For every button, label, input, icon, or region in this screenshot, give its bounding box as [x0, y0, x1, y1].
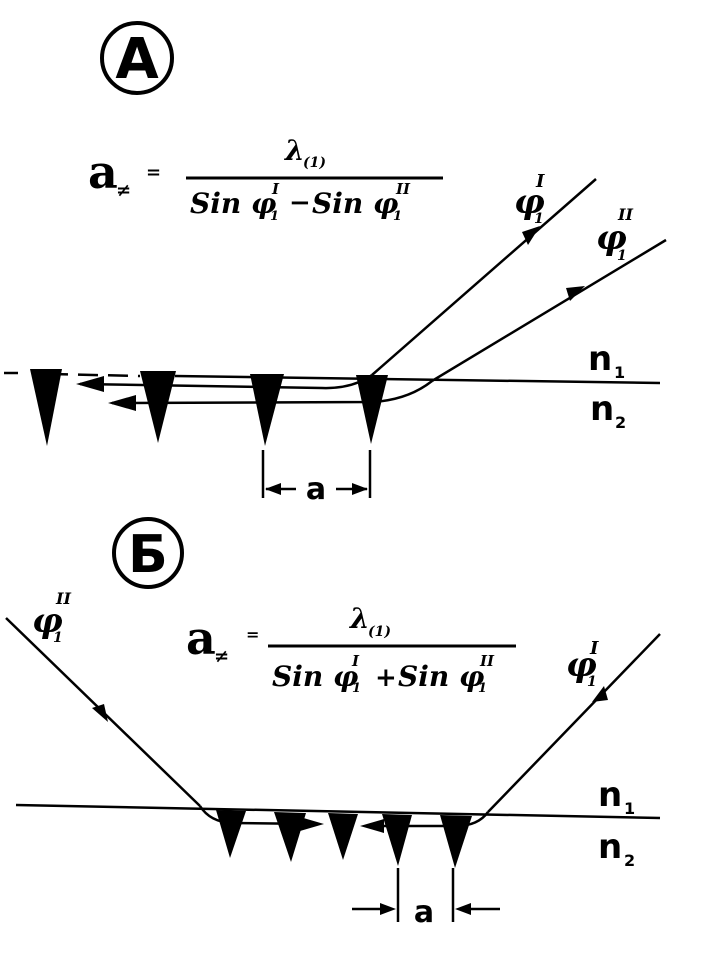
panel-b-spacing-label: a: [414, 895, 434, 930]
panel-b-grooves: [216, 810, 472, 868]
svg-text:1: 1: [614, 363, 625, 382]
svg-text:φ: φ: [514, 182, 545, 222]
formula-b-den-sin1: Sin φ: [272, 660, 359, 693]
panel-a: А a ≠ = λ (1) Sin φ 1 I − Sin φ 1 II: [4, 21, 667, 507]
svg-text:1: 1: [53, 630, 63, 646]
svg-text:II: II: [55, 589, 71, 608]
formula-b-numerator: λ: [349, 602, 370, 635]
formula-b-lhs-sub: ≠: [214, 646, 229, 667]
ray-a-phi-I: [371, 178, 597, 376]
svg-text:n: n: [588, 339, 612, 379]
ray-b-phi-I: [487, 633, 661, 813]
svg-text:1: 1: [534, 211, 544, 227]
formula-b-den-sup1: I: [351, 652, 360, 670]
panel-b-interface: [15, 803, 661, 820]
arrow-b-wave-right: [360, 819, 384, 833]
svg-text:φ: φ: [32, 601, 63, 641]
formula-a-den-sup2: II: [395, 180, 411, 198]
svg-text:φ: φ: [596, 218, 627, 258]
panel-a-ray1-label: φ 1 I: [514, 171, 545, 227]
panel-a-arrowheads: [76, 226, 585, 411]
arrow-b-ray-right: [592, 686, 608, 702]
panel-a-ray2-label: φ 1 II: [596, 205, 633, 264]
formula-b-den-sub2: 1: [478, 681, 487, 696]
arrow-b-ray-left: [92, 704, 108, 722]
formula-a-den-sin1: Sin φ: [190, 187, 277, 220]
groove-b-4: [382, 814, 412, 866]
formula-a-den-op: −: [289, 188, 311, 218]
arrow-a-ray1: [522, 226, 540, 245]
formula-b-den-sup2: II: [479, 652, 495, 670]
svg-text:2: 2: [624, 851, 635, 870]
svg-text:II: II: [617, 205, 633, 224]
groove-b-2: [274, 812, 306, 862]
panel-b-formula: a ≠ = λ (1) Sin φ 1 I + Sin φ 1 II: [186, 602, 516, 696]
formula-b-lhs: a: [186, 611, 216, 665]
formula-a-numerator-sub: (1): [303, 155, 326, 171]
ray-a-phi-II: [431, 238, 667, 383]
panel-a-medium-bottom: n 2: [590, 389, 626, 432]
panel-b-spacing-arrows: [380, 903, 471, 915]
panel-b-ray-right-label: φ 1 I: [566, 638, 599, 690]
panel-b: Б a ≠ = λ (1) Sin φ 1 I + Sin φ 1 II: [5, 517, 661, 930]
panel-a-spacing-arrows: [265, 483, 368, 495]
panel-b-label: Б: [128, 525, 168, 585]
svg-text:I: I: [535, 171, 545, 192]
formula-b-eq: =: [246, 625, 259, 644]
panel-b-medium-bottom: n 2: [598, 827, 635, 870]
groove-b-5: [440, 815, 472, 868]
formula-a-den-sub1: 1: [270, 209, 279, 224]
panel-b-arrowheads: [92, 686, 608, 833]
svg-text:n: n: [598, 775, 622, 815]
svg-text:φ: φ: [566, 645, 597, 685]
arrow-a-wave-lower: [108, 395, 136, 411]
groove-b-3: [328, 813, 358, 860]
formula-a-den-sin2: Sin φ: [312, 187, 399, 220]
svg-text:1: 1: [617, 248, 627, 264]
groove-a-4: [356, 375, 388, 444]
groove-a-1: [30, 369, 62, 446]
groove-a-2: [140, 371, 176, 443]
panel-b-ray-left-label: φ 1 II: [32, 589, 71, 646]
formula-a-eq: =: [146, 162, 161, 183]
arrow-a-wave-upper: [76, 376, 104, 392]
svg-text:n: n: [590, 389, 614, 429]
svg-text:I: I: [589, 638, 599, 659]
panel-a-label: А: [115, 27, 159, 92]
panel-a-grooves: [30, 369, 388, 446]
panel-b-label-circle: [112, 517, 184, 589]
panel-b-rays: [5, 617, 661, 828]
formula-b-den-sin2: Sin φ: [398, 660, 485, 693]
svg-text:2: 2: [615, 413, 626, 432]
svg-text:1: 1: [624, 799, 635, 818]
formula-b-numerator-sub: (1): [368, 624, 391, 640]
panel-a-medium-top: n 1: [588, 339, 625, 382]
groove-b-1: [216, 810, 246, 858]
svg-text:n: n: [598, 827, 622, 867]
arrow-b-wave-left: [300, 817, 324, 831]
groove-a-3: [250, 374, 284, 446]
arrow-a-ray2: [566, 286, 585, 301]
panel-a-label-circle: [100, 21, 174, 95]
formula-a-den-sup1: I: [271, 180, 280, 198]
formula-a-lhs-sub: ≠: [116, 180, 131, 201]
svg-text:1: 1: [587, 674, 597, 690]
formula-b-den-sub1: 1: [352, 681, 361, 696]
formula-a-den-sub2: 1: [393, 209, 402, 224]
formula-a-lhs: a: [88, 145, 118, 199]
panel-a-formula: a ≠ = λ (1) Sin φ 1 I − Sin φ 1 II: [88, 134, 443, 224]
panel-a-spacing-label: a: [306, 472, 326, 507]
formula-a-numerator: λ: [284, 134, 305, 167]
formula-b-den-op: +: [375, 663, 397, 693]
panel-b-medium-top: n 1: [598, 775, 635, 818]
